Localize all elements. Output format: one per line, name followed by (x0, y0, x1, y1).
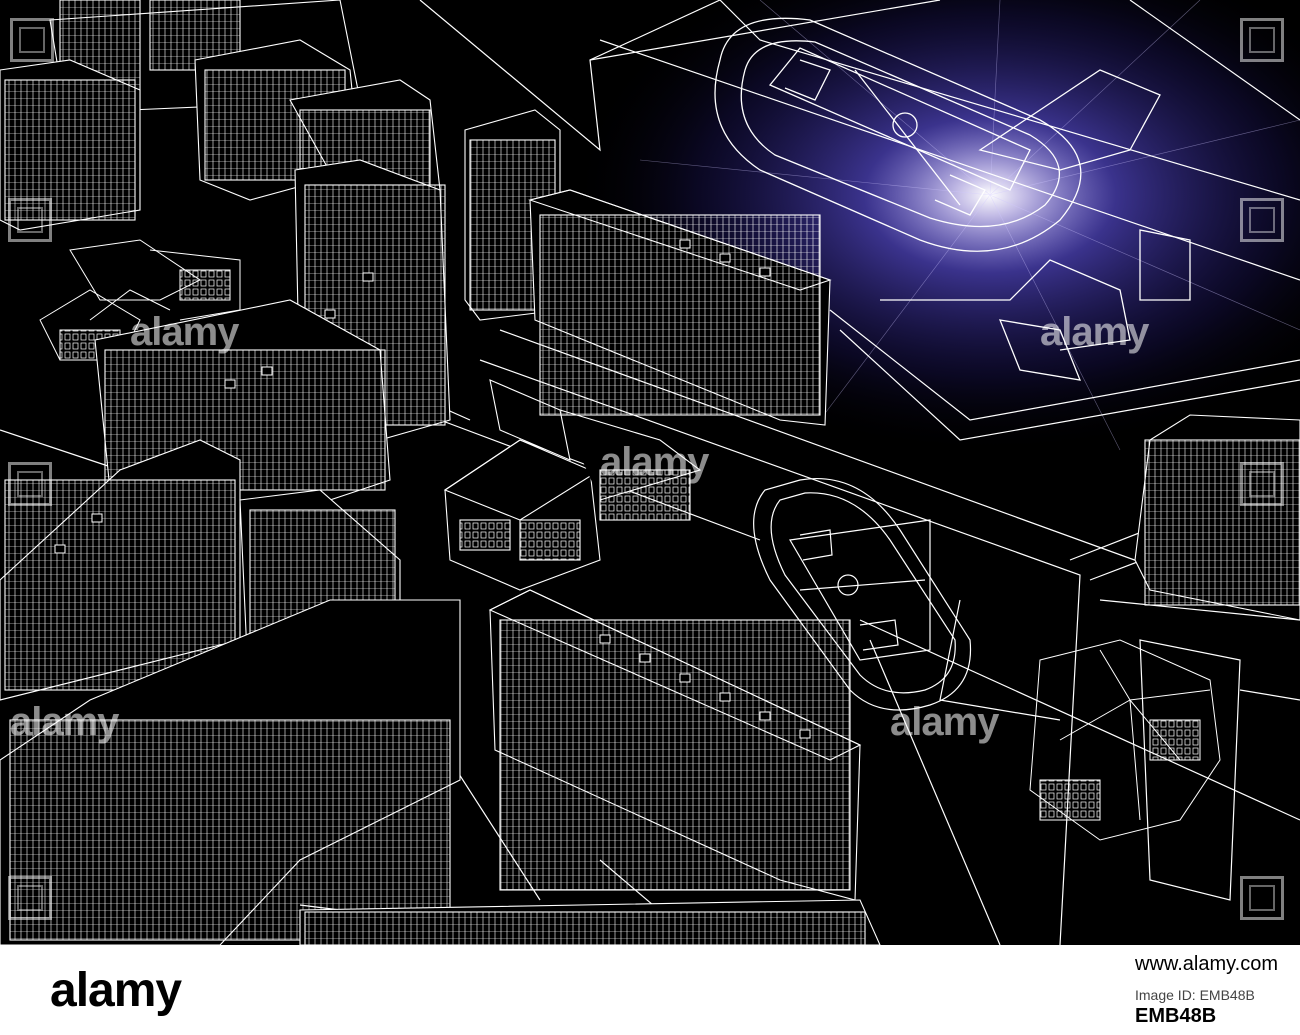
blueprint-city-image: alamy alamy alamy alamy alamy (0, 0, 1300, 945)
rooftop-details (54, 239, 811, 739)
road-network (0, 0, 1300, 945)
house-cluster-left (39, 239, 241, 361)
residential-towers (0, 0, 1300, 945)
house-cluster-right (1029, 639, 1221, 841)
footer-image-id: EMB48B (1135, 1005, 1217, 1027)
footer-url: www.alamy.com (1135, 953, 1278, 975)
footer-brand-logo: alamy (50, 964, 182, 1017)
wireframe-city-drawing (0, 0, 1300, 945)
stock-footer-bar: alamy www.alamy.com Image ID: EMB48B EMB… (0, 945, 1300, 1035)
school-building (443, 379, 702, 591)
stadium-top (714, 17, 1191, 381)
footer-image-id-label: Image ID: EMB48B (1135, 987, 1255, 1003)
